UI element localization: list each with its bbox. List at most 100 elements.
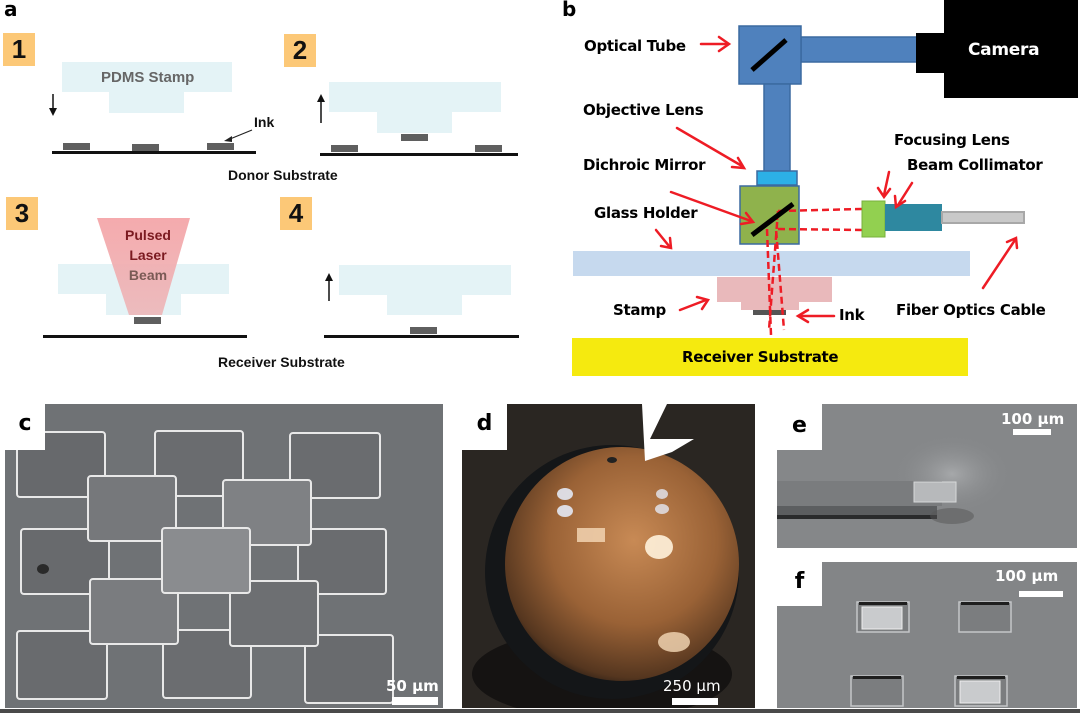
receiver-substrate-block xyxy=(572,338,968,376)
beam-collimator xyxy=(885,204,942,231)
pocket xyxy=(958,601,1012,633)
donor-substrate-label: Donor Substrate xyxy=(228,167,338,183)
step-4-badge: 4 xyxy=(280,197,312,230)
pdms-stamp-top xyxy=(339,265,511,295)
panel-b-label: b xyxy=(562,0,577,21)
objective-lens-label: Objective Lens xyxy=(583,101,704,119)
copper-sphere xyxy=(505,447,739,681)
panel-a-label: a xyxy=(4,0,18,21)
fiber-optics-cable xyxy=(941,211,1025,224)
camera-body xyxy=(944,0,1078,98)
panel-d-label: d xyxy=(462,404,507,450)
ink-block-lifted xyxy=(401,134,428,141)
beam-collimator-label: Beam Collimator xyxy=(907,156,1043,174)
label-arrows xyxy=(654,35,1019,324)
filled-plate xyxy=(959,680,1001,704)
sem-plate xyxy=(304,634,394,704)
pdms-stamp-label: PDMS Stamp xyxy=(101,69,195,86)
stamp-shape xyxy=(717,277,832,310)
ink-block xyxy=(132,144,159,151)
ink-label-b: Ink xyxy=(839,306,865,324)
sphere-photo xyxy=(472,404,739,708)
panel-f-scale-bar xyxy=(1019,591,1063,597)
placed-plate xyxy=(913,481,957,503)
panel-f-sem-image: f 100 µm xyxy=(777,562,1077,708)
panel-e-scale-text: 100 µm xyxy=(1001,410,1065,428)
laser-label-line-1: Pulsed xyxy=(125,227,171,243)
stamp-label: Stamp xyxy=(613,301,666,319)
dichroic-mirror-box xyxy=(739,185,800,245)
panel-c-label: c xyxy=(5,404,45,450)
dichroic-mirror xyxy=(750,202,795,237)
pdms-stamp-top xyxy=(62,62,232,92)
pdms-stamp-post xyxy=(387,295,462,315)
down-arrow-icon xyxy=(49,108,57,116)
focusing-lens xyxy=(861,200,886,238)
sem-plate xyxy=(289,432,381,499)
donor-substrate-line xyxy=(320,153,518,156)
receiver-substrate-line xyxy=(43,335,247,338)
laser-label: Pulsed Laser Beam xyxy=(122,225,174,285)
up-arrow-icon xyxy=(325,273,333,281)
laser-label-line-2: Laser xyxy=(129,247,167,263)
focusing-lens-label: Focusing Lens xyxy=(894,131,1010,149)
horizontal-optical-tube xyxy=(800,36,919,63)
panel-c-scale-bar xyxy=(392,697,438,705)
filled-plate xyxy=(861,606,903,630)
ink-pointer-icon xyxy=(224,136,232,142)
sem-plate xyxy=(161,527,251,594)
up-arrow-icon xyxy=(317,94,325,102)
pdms-stamp-top xyxy=(329,82,501,112)
panel-d-scale-bar xyxy=(672,698,718,705)
step-1-badge: 1 xyxy=(3,33,35,66)
receiver-substrate-label: Receiver Substrate xyxy=(218,354,345,370)
objective-lens xyxy=(756,170,798,186)
panel-c-scale-text: 50 µm xyxy=(386,677,439,695)
pocket xyxy=(850,675,904,707)
sem-plate xyxy=(16,630,108,700)
sem-plate xyxy=(229,580,319,647)
ink-block xyxy=(207,143,234,150)
ink-block-transferred xyxy=(410,327,437,334)
receiver-substrate-label-b: Receiver Substrate xyxy=(682,348,839,366)
pocket-array xyxy=(850,601,1012,707)
fiber-optics-cable-label: Fiber Optics Cable xyxy=(896,301,1046,319)
pdms-stamp-post xyxy=(377,112,452,133)
panel-d-scale-text: 250 µm xyxy=(663,677,721,695)
arrowhead-marker-icon xyxy=(642,404,694,461)
ink-block-printed xyxy=(134,317,161,324)
panel-f-label: f xyxy=(777,562,822,606)
step-2-badge: 2 xyxy=(284,34,316,67)
pdms-stamp-post xyxy=(109,92,184,113)
plate-defect xyxy=(37,564,49,574)
glass-holder xyxy=(573,251,970,276)
ink-block xyxy=(331,145,358,152)
glass-holder-label: Glass Holder xyxy=(594,204,698,222)
panel-e-label: e xyxy=(777,404,822,450)
sem-plate xyxy=(89,578,179,645)
panel-f-scale-text: 100 µm xyxy=(995,567,1059,585)
vertical-optical-tube xyxy=(763,83,791,173)
sem-plate xyxy=(162,629,252,699)
optical-tube-label: Optical Tube xyxy=(584,37,686,55)
beam-with-plate xyxy=(777,434,1012,524)
ink-label: Ink xyxy=(254,114,275,130)
camera-nose xyxy=(916,33,946,73)
sem-plate xyxy=(20,528,110,595)
donor-substrate-line xyxy=(52,151,256,154)
laser-label-line-3: Beam xyxy=(128,267,168,283)
ink-block xyxy=(475,145,502,152)
panel-c-sem-image: c 50 µm xyxy=(5,404,443,708)
optical-tube-mirror xyxy=(750,38,788,72)
camera-label: Camera xyxy=(968,40,1040,60)
step-3-badge: 3 xyxy=(6,197,38,230)
beam-side xyxy=(777,506,937,516)
panel-e-scale-bar xyxy=(1013,429,1051,435)
panel-e-sem-image: e 100 µm xyxy=(777,404,1077,548)
ink-block xyxy=(63,143,90,150)
sem-plate xyxy=(87,475,177,542)
dichroic-mirror-label: Dichroic Mirror xyxy=(583,156,706,174)
